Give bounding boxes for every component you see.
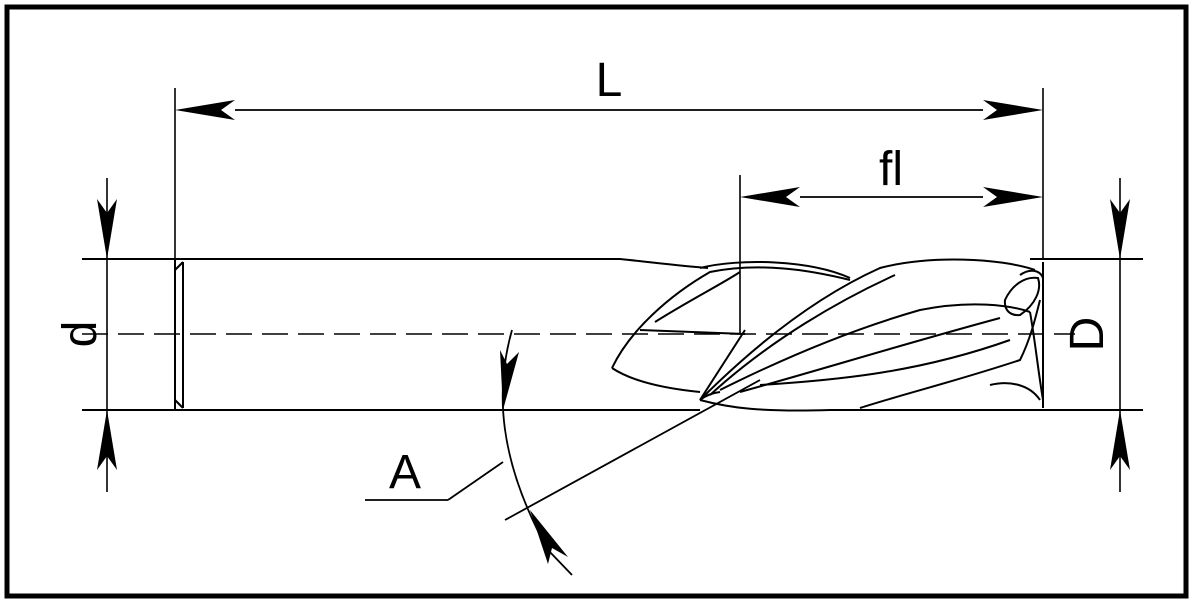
arrowhead-upper (500, 350, 519, 410)
overall-length-label: L (596, 54, 623, 107)
arrowhead-bottom (1110, 410, 1130, 470)
flute-length-dimension (739, 175, 1043, 334)
cutting-diameter-dimension (1110, 178, 1130, 492)
cutting-diameter-label: D (1061, 317, 1114, 352)
helix-angle-dimension (365, 329, 761, 576)
flute-section (611, 258, 1143, 412)
leader-line (447, 461, 504, 501)
arrowhead-lower (530, 510, 568, 564)
arrowhead-bottom (97, 410, 117, 470)
arrowhead-right (983, 100, 1043, 120)
overall-length-dimension (174, 88, 1044, 260)
shank-diameter-dimension (97, 178, 117, 492)
arrowhead-top (1110, 199, 1130, 259)
arrowhead-top (97, 199, 117, 259)
flute-length-label: fl (879, 143, 903, 196)
arrowhead-right (983, 187, 1043, 207)
arrowhead-left (740, 187, 800, 207)
helix-angle-label: A (389, 446, 421, 499)
shank-diameter-label: d (54, 321, 107, 348)
arrowhead-left (175, 100, 235, 120)
shank (82, 258, 709, 411)
drawing-frame (4, 4, 1189, 599)
